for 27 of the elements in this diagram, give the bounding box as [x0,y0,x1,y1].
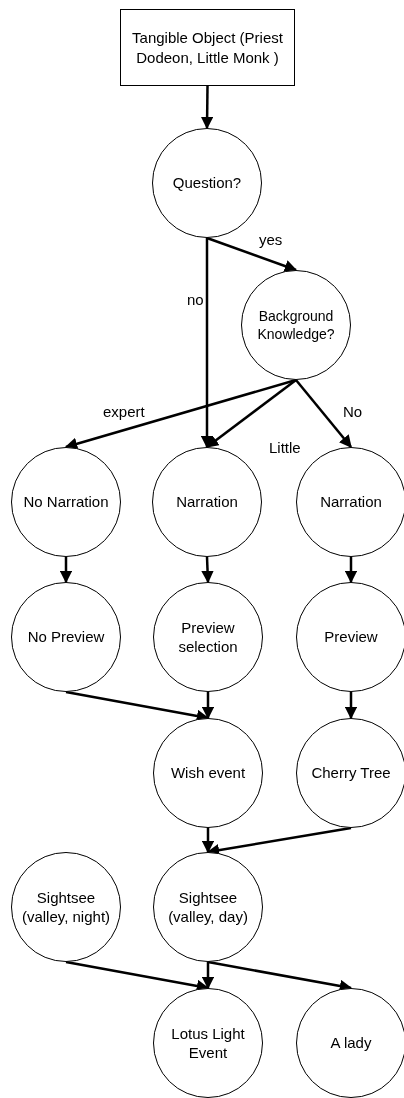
process-box: Tangible Object (Priest Dodeon, Little Monk ) [120,9,295,86]
edge-label: expert [102,404,146,421]
arrow [206,236,298,273]
state-circle: Lotus Light Event [153,988,263,1098]
state-circle: Narration [152,447,262,557]
state-circle: No Preview [11,582,121,692]
arrow [200,86,214,130]
state-circle: Cherry Tree [296,718,404,828]
arrow [200,238,214,449]
arrow [201,828,215,854]
arrow [201,692,215,720]
arrow [206,379,297,448]
state-circle: No Narration [11,447,121,557]
arrow [295,379,352,448]
state-circle: Preview selection [153,582,263,692]
arrow [201,556,214,584]
arrow [344,557,358,584]
arrow [59,557,73,584]
state-circle: Preview [296,582,404,692]
state-circle: A lady [296,988,404,1098]
state-circle: Sightsee (valley, night) [11,852,121,962]
state-circle: Wish event [153,718,263,828]
state-circle: Background Knowledge? [241,270,351,380]
state-circle: Sightsee (valley, day) [153,852,263,962]
arrow [344,692,358,720]
arrow [201,962,215,990]
state-circle: Question? [152,128,262,238]
